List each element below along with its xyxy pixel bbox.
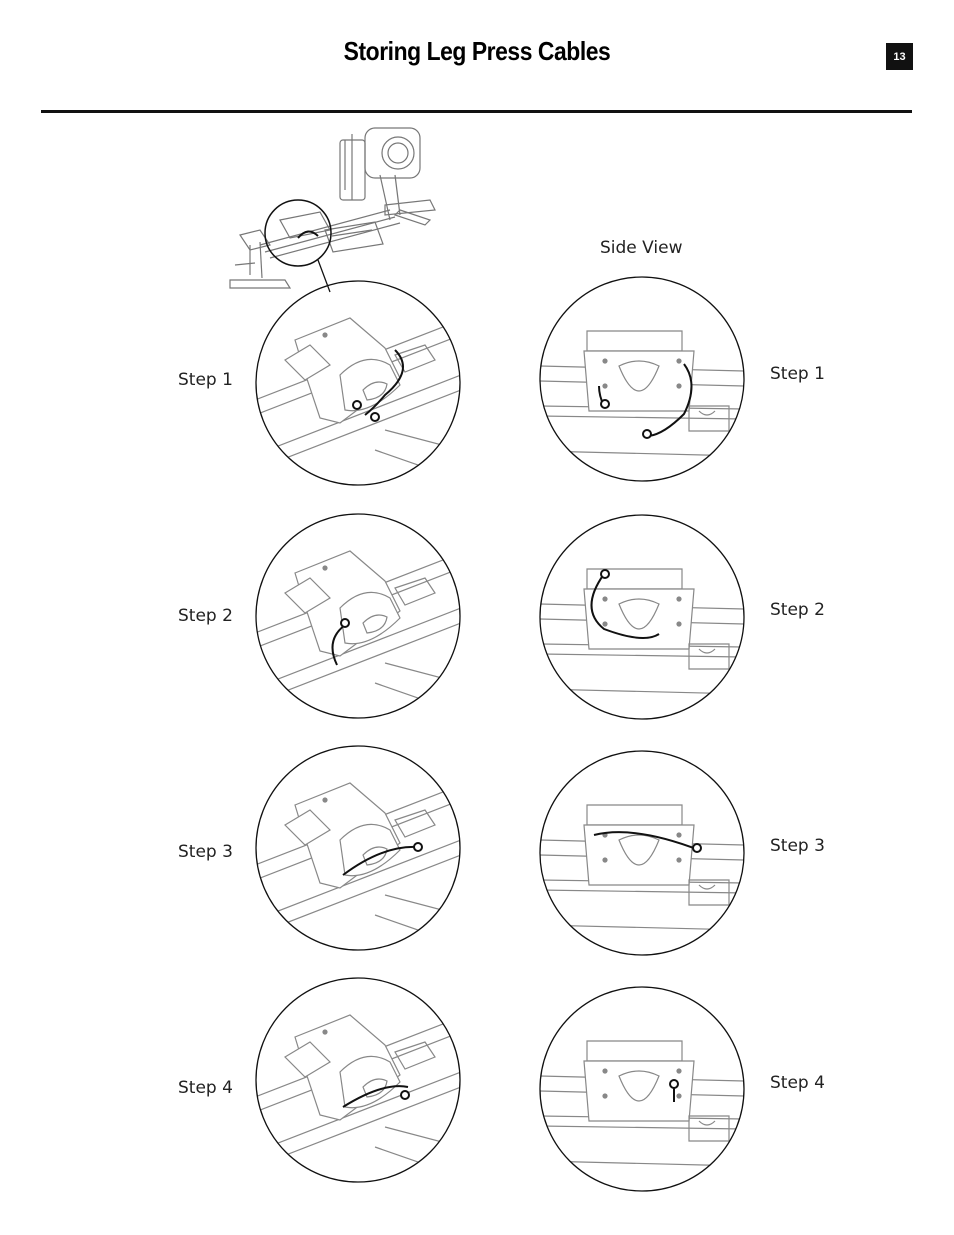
- right-step-3-label: Step 3: [770, 836, 825, 856]
- left-step-1-label: Step 1: [178, 370, 233, 390]
- left-step-2-label: Step 2: [178, 606, 233, 626]
- machine-overview-illustration: [229, 127, 436, 293]
- page-number-badge: 13: [886, 43, 913, 70]
- side-view-label: Side View: [600, 238, 683, 258]
- side-view-detail-step-2: [539, 514, 745, 725]
- top-view-detail-step-4: [255, 977, 461, 1188]
- left-step-4-label: Step 4: [178, 1078, 233, 1098]
- side-view-detail-step-3: [539, 750, 745, 961]
- header-divider: [41, 110, 912, 113]
- left-step-3-label: Step 3: [178, 842, 233, 862]
- top-view-detail-step-2: [255, 513, 461, 724]
- right-step-2-label: Step 2: [770, 600, 825, 620]
- top-view-detail-step-3: [255, 745, 461, 956]
- page-title: Storing Leg Press Cables: [343, 36, 611, 66]
- side-view-detail-step-1: [539, 276, 745, 487]
- right-step-1-label: Step 1: [770, 364, 825, 384]
- side-view-detail-step-4: [539, 986, 745, 1197]
- right-step-4-label: Step 4: [770, 1073, 825, 1093]
- top-view-detail-step-1: [255, 280, 461, 491]
